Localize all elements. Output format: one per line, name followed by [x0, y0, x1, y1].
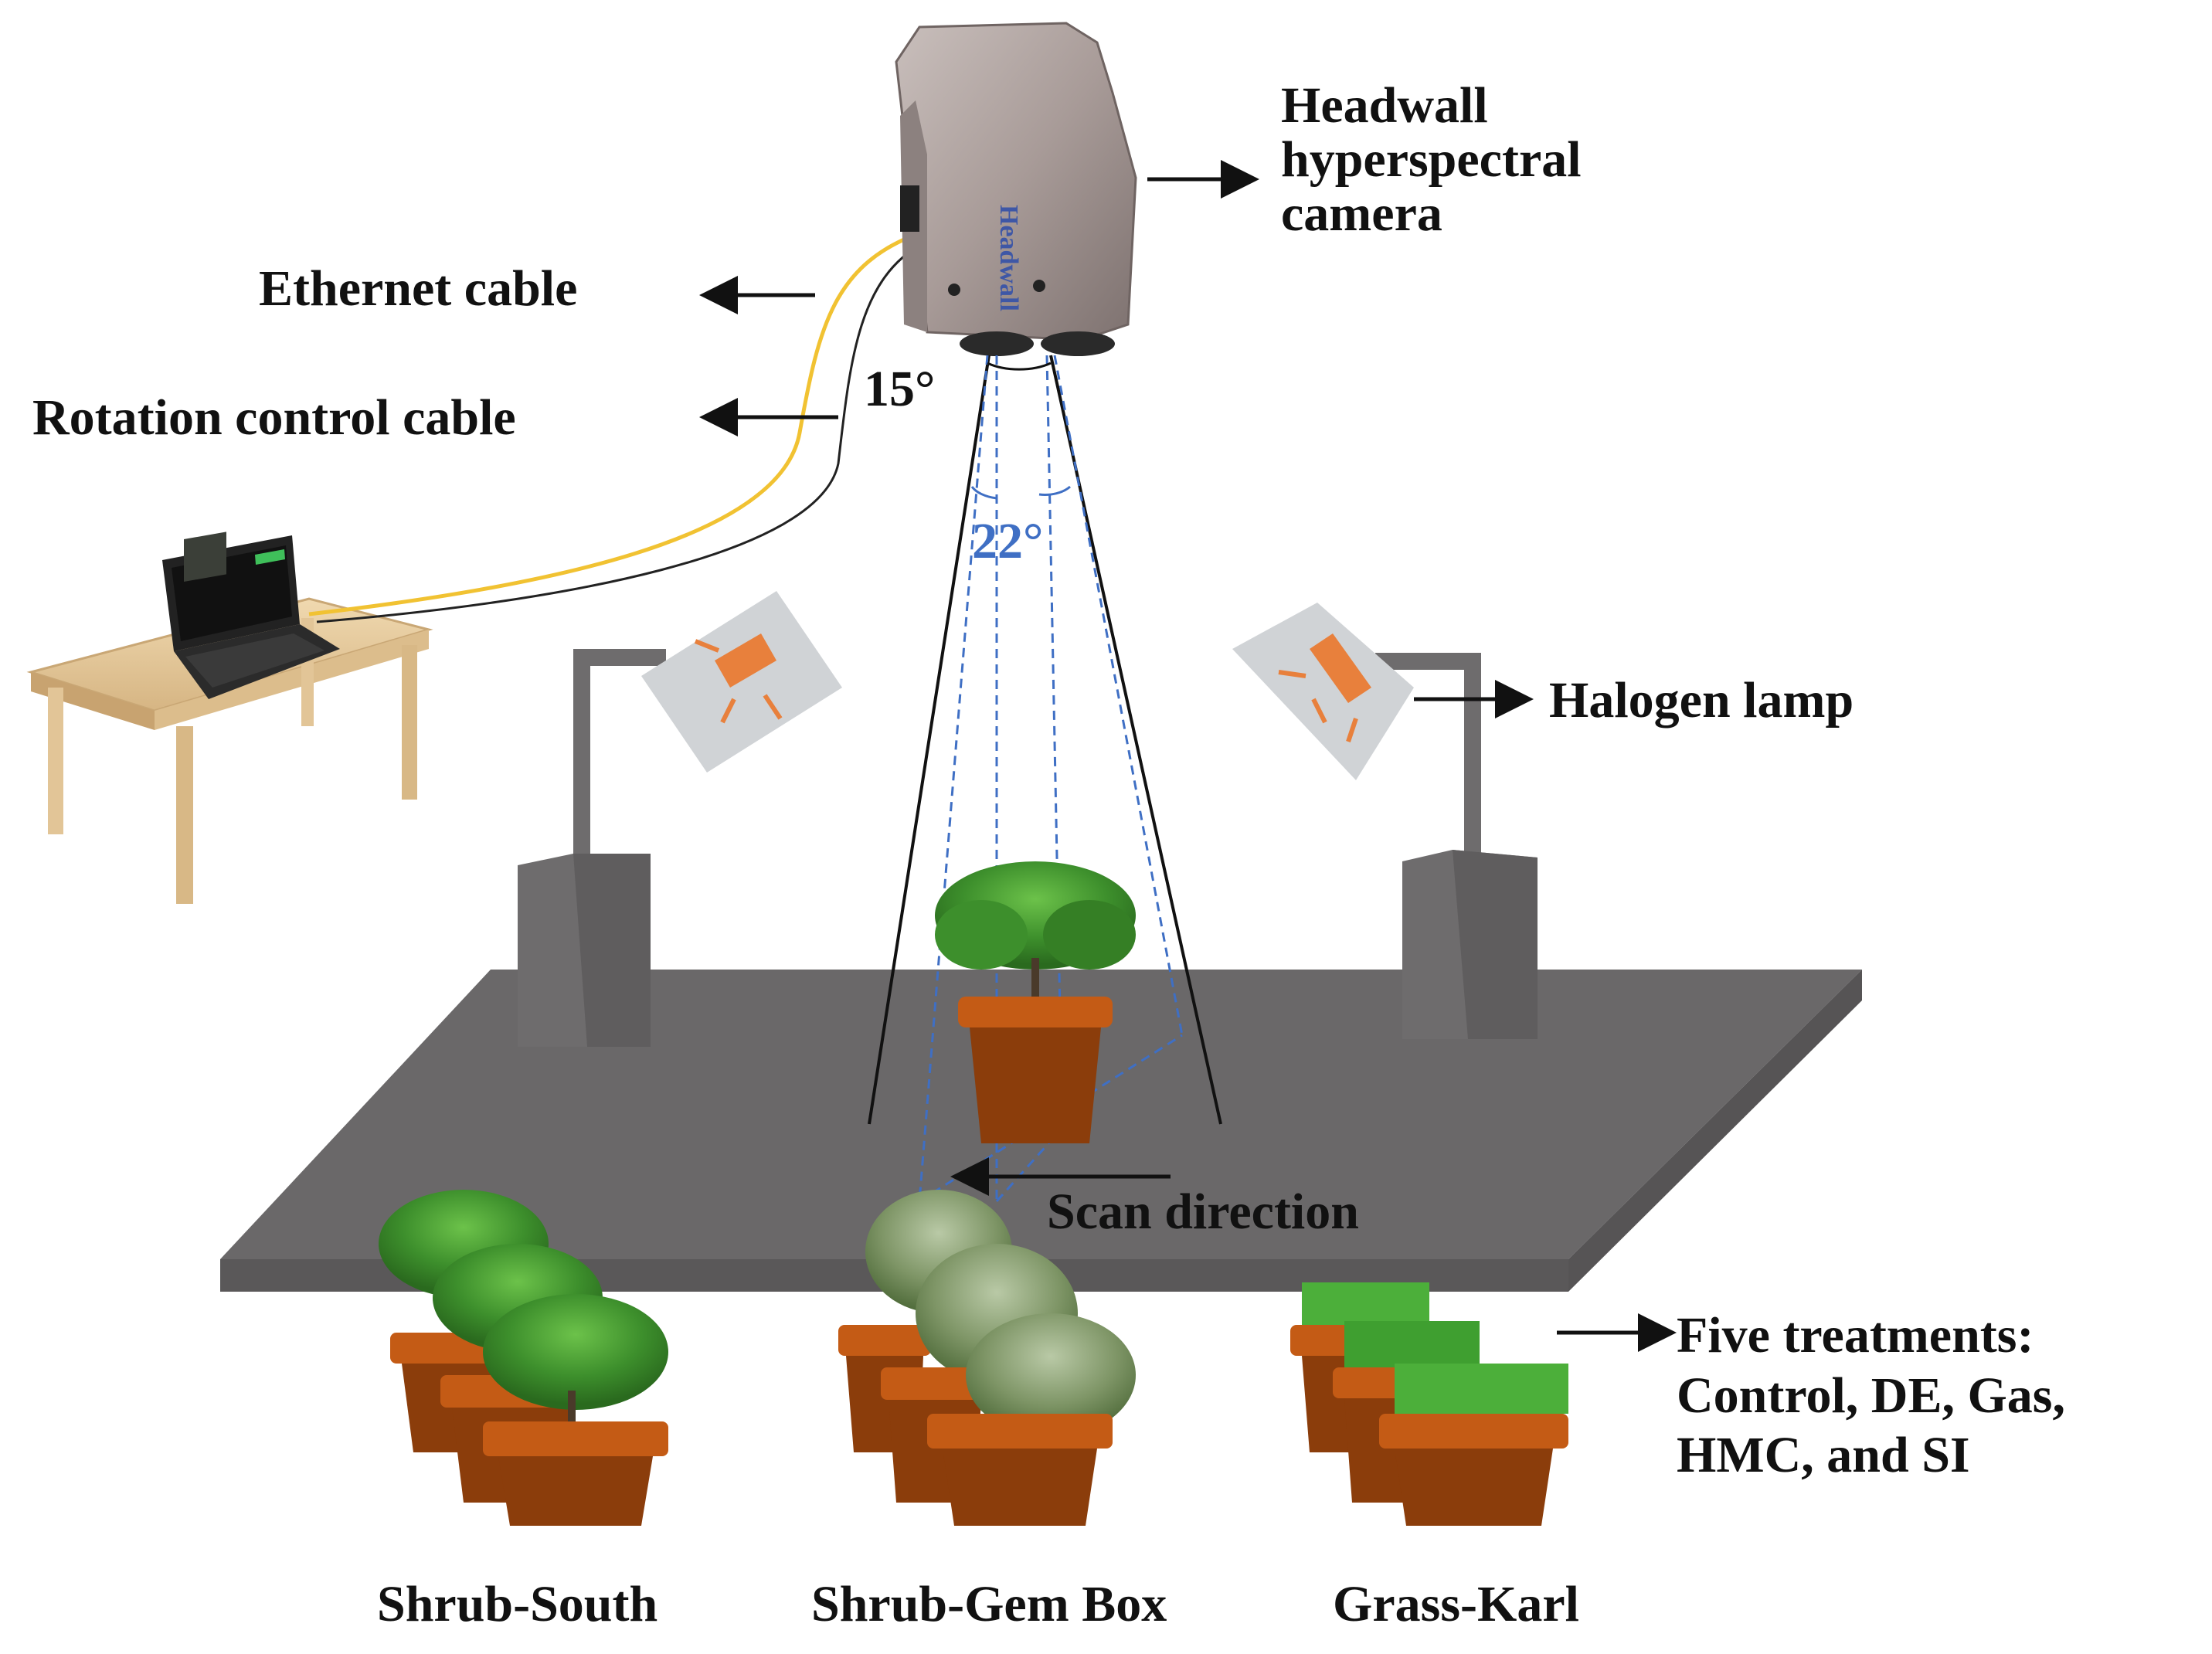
shrub-south-group [379, 1190, 668, 1526]
plant-label-shrub-gem-box: Shrub-Gem Box [811, 1576, 1167, 1632]
grass-karl-group [1290, 1282, 1568, 1526]
scan-direction-label: Scan direction [1047, 1184, 1359, 1240]
treatments-line3: HMC, and SI [1677, 1427, 1970, 1483]
camera-brand-text: Headwall [994, 205, 1023, 311]
angle-22-label: 22° [972, 513, 1043, 569]
angle-15-label: 15° [864, 361, 935, 417]
halogen-lamp-icon [1232, 603, 1414, 780]
left-lamp-stand [518, 649, 666, 1047]
camera-icon: Headwall [895, 22, 1137, 356]
camera-label-line1: Headwall [1281, 77, 1488, 134]
shrub-gem-box-group [838, 1190, 1136, 1526]
camera-label-line3: camera [1281, 185, 1442, 242]
right-lamp-stand [1375, 653, 1538, 1039]
laptop-icon [162, 532, 340, 699]
ethernet-cable [308, 229, 924, 616]
rotation-label: Rotation control cable [32, 389, 516, 446]
camera-label-line2: hyperspectral [1281, 131, 1582, 188]
halogen-label: Halogen lamp [1549, 672, 1854, 729]
field-of-view [868, 355, 1222, 1203]
rotation-control-cable [316, 242, 924, 623]
potted-plant-icon [935, 861, 1136, 1143]
ethernet-label: Ethernet cable [259, 260, 577, 317]
treatments-line2: Control, DE, Gas, [1677, 1367, 2065, 1424]
halogen-lamp-icon [641, 591, 842, 773]
plant-label-shrub-south: Shrub-South [377, 1576, 657, 1632]
plant-label-grass-karl: Grass-Karl [1333, 1576, 1579, 1632]
treatments-line1: Five treatments: [1677, 1307, 2034, 1364]
